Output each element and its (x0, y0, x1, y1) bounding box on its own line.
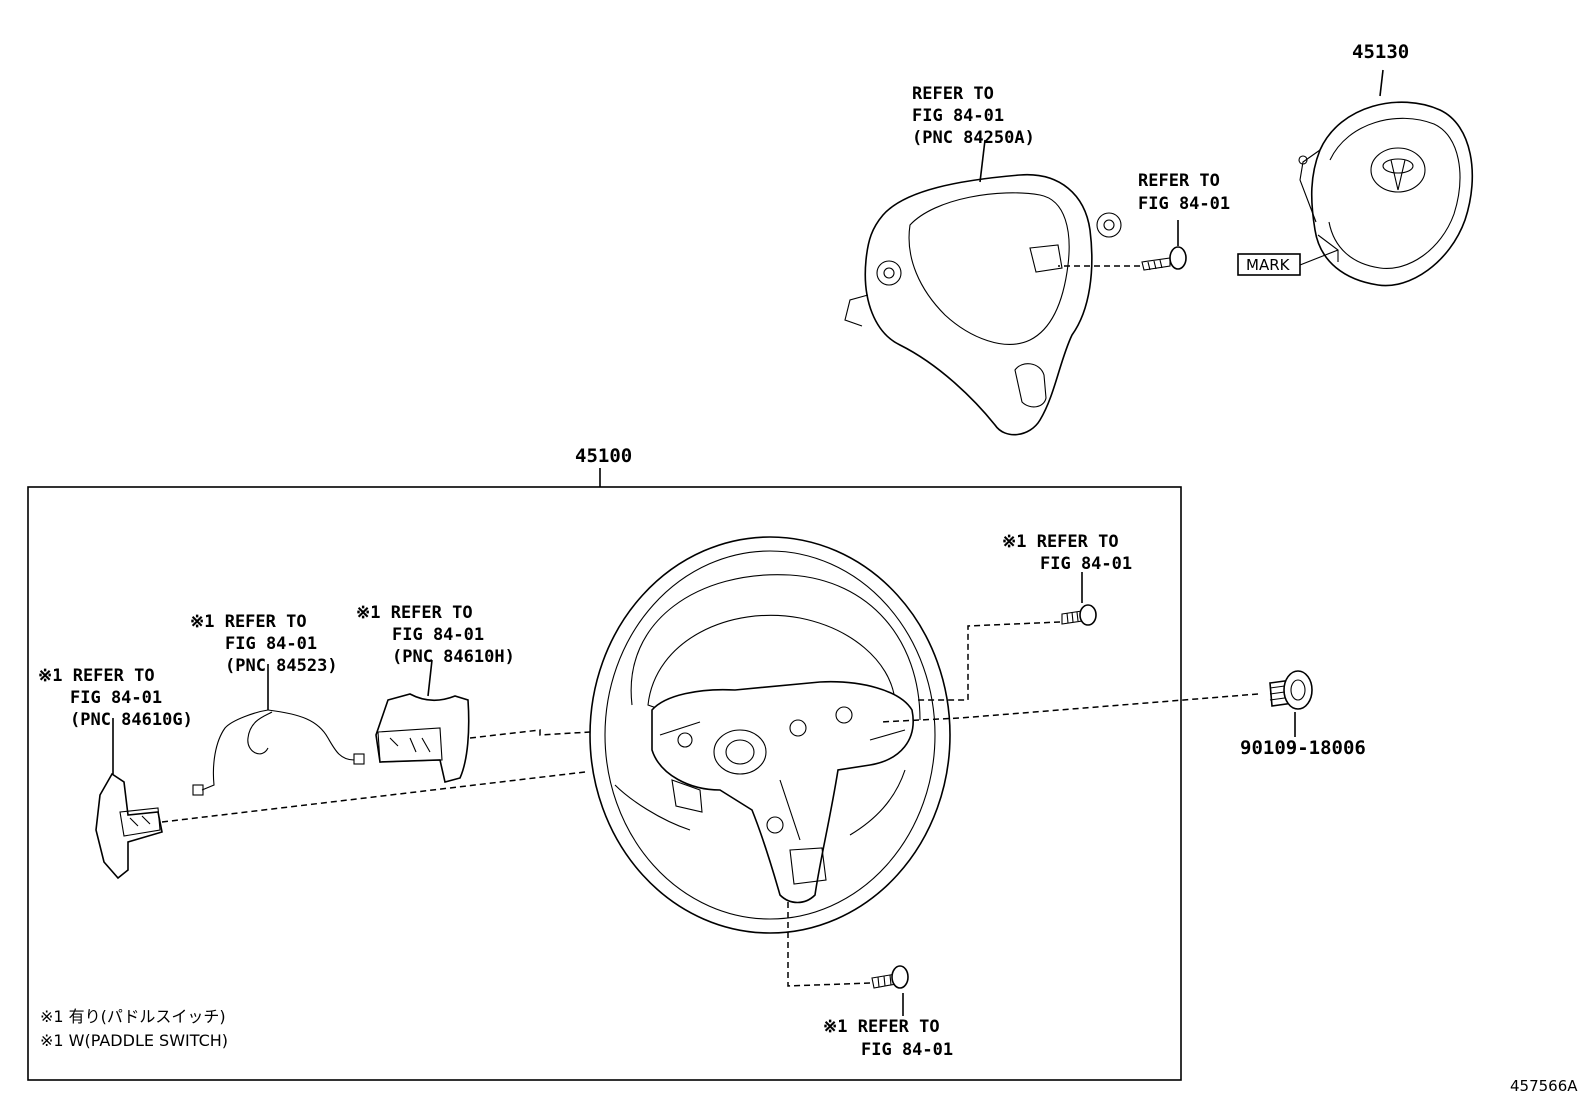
bolt-90109-18006 (879, 670, 1313, 737)
harness-callout: ※1 REFER TO FIG 84-01 (PNC 84523) (190, 612, 338, 676)
right-paddle-callout: ※1 REFER TO FIG 84-01 (PNC 84610H) (356, 603, 515, 667)
paddle-harness (192, 664, 365, 796)
part-number-45130: 45130 (1352, 41, 1409, 63)
legend-notes: ※1 有り(パドルスイッチ) ※1 W(PADDLE SWITCH) (40, 1007, 231, 1050)
cover-screw (1058, 220, 1187, 271)
right-paddle-switch (375, 659, 591, 783)
wheel-cover-callout: REFER TO FIG 84-01 (PNC 84250A) (912, 84, 1035, 148)
part-number-90109-18006: 90109-18006 (1240, 737, 1366, 759)
wheel-lower-cover (844, 139, 1122, 436)
left-paddle-switch (95, 718, 586, 880)
bottom-screw-callout: ※1 REFER TO FIG 84-01 (823, 1017, 953, 1060)
right-screw-callout: ※1 REFER TO FIG 84-01 (1002, 532, 1132, 574)
left-paddle-callout: ※1 REFER TO FIG 84-01 (PNC 84610G) (38, 666, 193, 730)
bottom-screw (787, 900, 909, 1016)
cover-screw-callout: REFER TO FIG 84-01 (1138, 171, 1230, 214)
airbag-module (1298, 69, 1474, 287)
figure-id: 457566A (1510, 1077, 1578, 1095)
right-screw (918, 572, 1097, 701)
part-number-45100: 45100 (575, 445, 632, 467)
assembly-frame (27, 486, 1182, 1081)
steering-wheel (589, 536, 951, 934)
mark-label: MARK (1246, 256, 1291, 274)
